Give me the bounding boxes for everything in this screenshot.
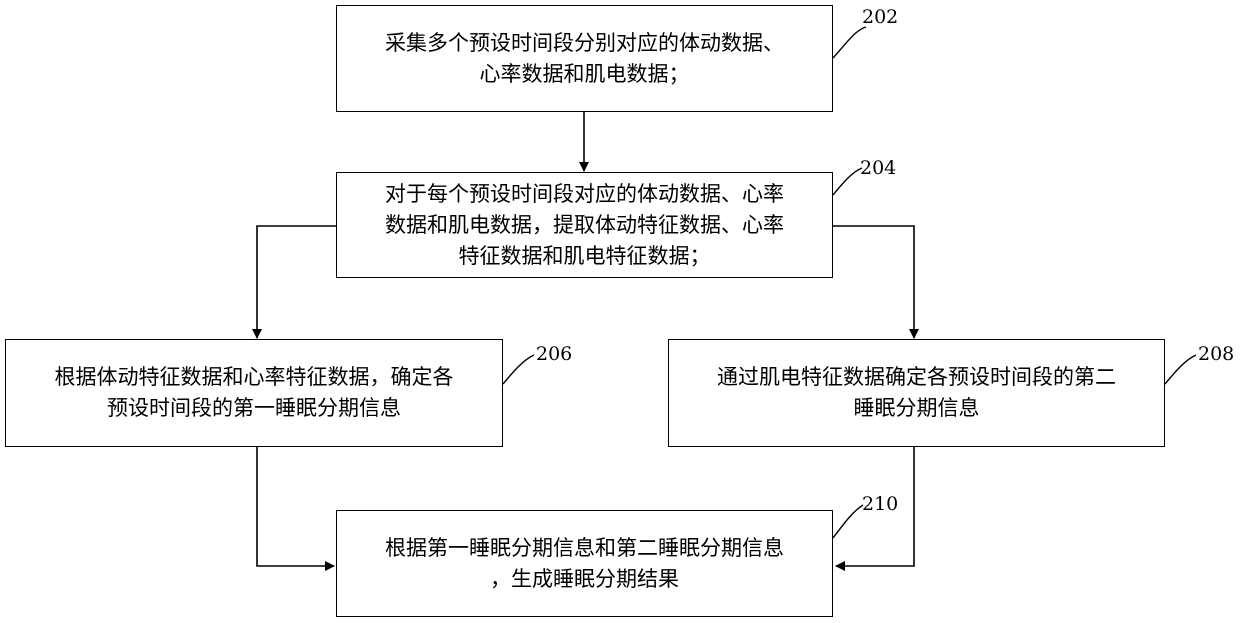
step-204-line-1: 对于每个预设时间段对应的体动数据、心率: [385, 179, 784, 210]
step-208-line-1: 通过肌电特征数据确定各预设时间段的第二: [717, 362, 1116, 393]
leader-204: [833, 168, 862, 195]
step-202-label: 202: [862, 7, 898, 27]
step-210-label: 210: [862, 494, 898, 514]
leader-210: [833, 505, 863, 538]
step-206-box: 根据体动特征数据和心率特征数据，确定各 预设时间段的第一睡眠分期信息: [5, 339, 503, 447]
step-204-label: 204: [860, 158, 896, 178]
step-206-line-1: 根据体动特征数据和心率特征数据，确定各: [55, 362, 454, 393]
step-204-line-3: 特征数据和肌电特征数据；: [385, 241, 784, 272]
arrow-204-to-206: [257, 226, 336, 338]
step-210-line-1: 根据第一睡眠分期信息和第二睡眠分期信息: [385, 533, 784, 564]
step-202-line-2: 心率数据和肌电数据；: [385, 59, 784, 90]
step-208-box: 通过肌电特征数据确定各预设时间段的第二 睡眠分期信息: [668, 339, 1165, 447]
step-202-box: 采集多个预设时间段分别对应的体动数据、 心率数据和肌电数据；: [336, 5, 833, 112]
step-208-line-2: 睡眠分期信息: [717, 393, 1116, 424]
arrow-206-to-210: [257, 447, 334, 566]
arrow-204-to-208: [833, 226, 914, 338]
leader-208: [1165, 355, 1196, 384]
step-202-line-1: 采集多个预设时间段分别对应的体动数据、: [385, 28, 784, 59]
step-206-line-2: 预设时间段的第一睡眠分期信息: [55, 393, 454, 424]
step-210-line-2: ，生成睡眠分期结果: [385, 564, 784, 595]
step-206-label: 206: [536, 344, 572, 364]
step-204-line-2: 数据和肌电数据，提取体动特征数据、心率: [385, 210, 784, 241]
step-204-box: 对于每个预设时间段对应的体动数据、心率 数据和肌电数据，提取体动特征数据、心率 …: [336, 172, 833, 278]
step-208-label: 208: [1198, 344, 1234, 364]
step-210-box: 根据第一睡眠分期信息和第二睡眠分期信息 ，生成睡眠分期结果: [336, 510, 833, 617]
leader-206: [503, 355, 534, 384]
leader-202: [833, 27, 866, 58]
